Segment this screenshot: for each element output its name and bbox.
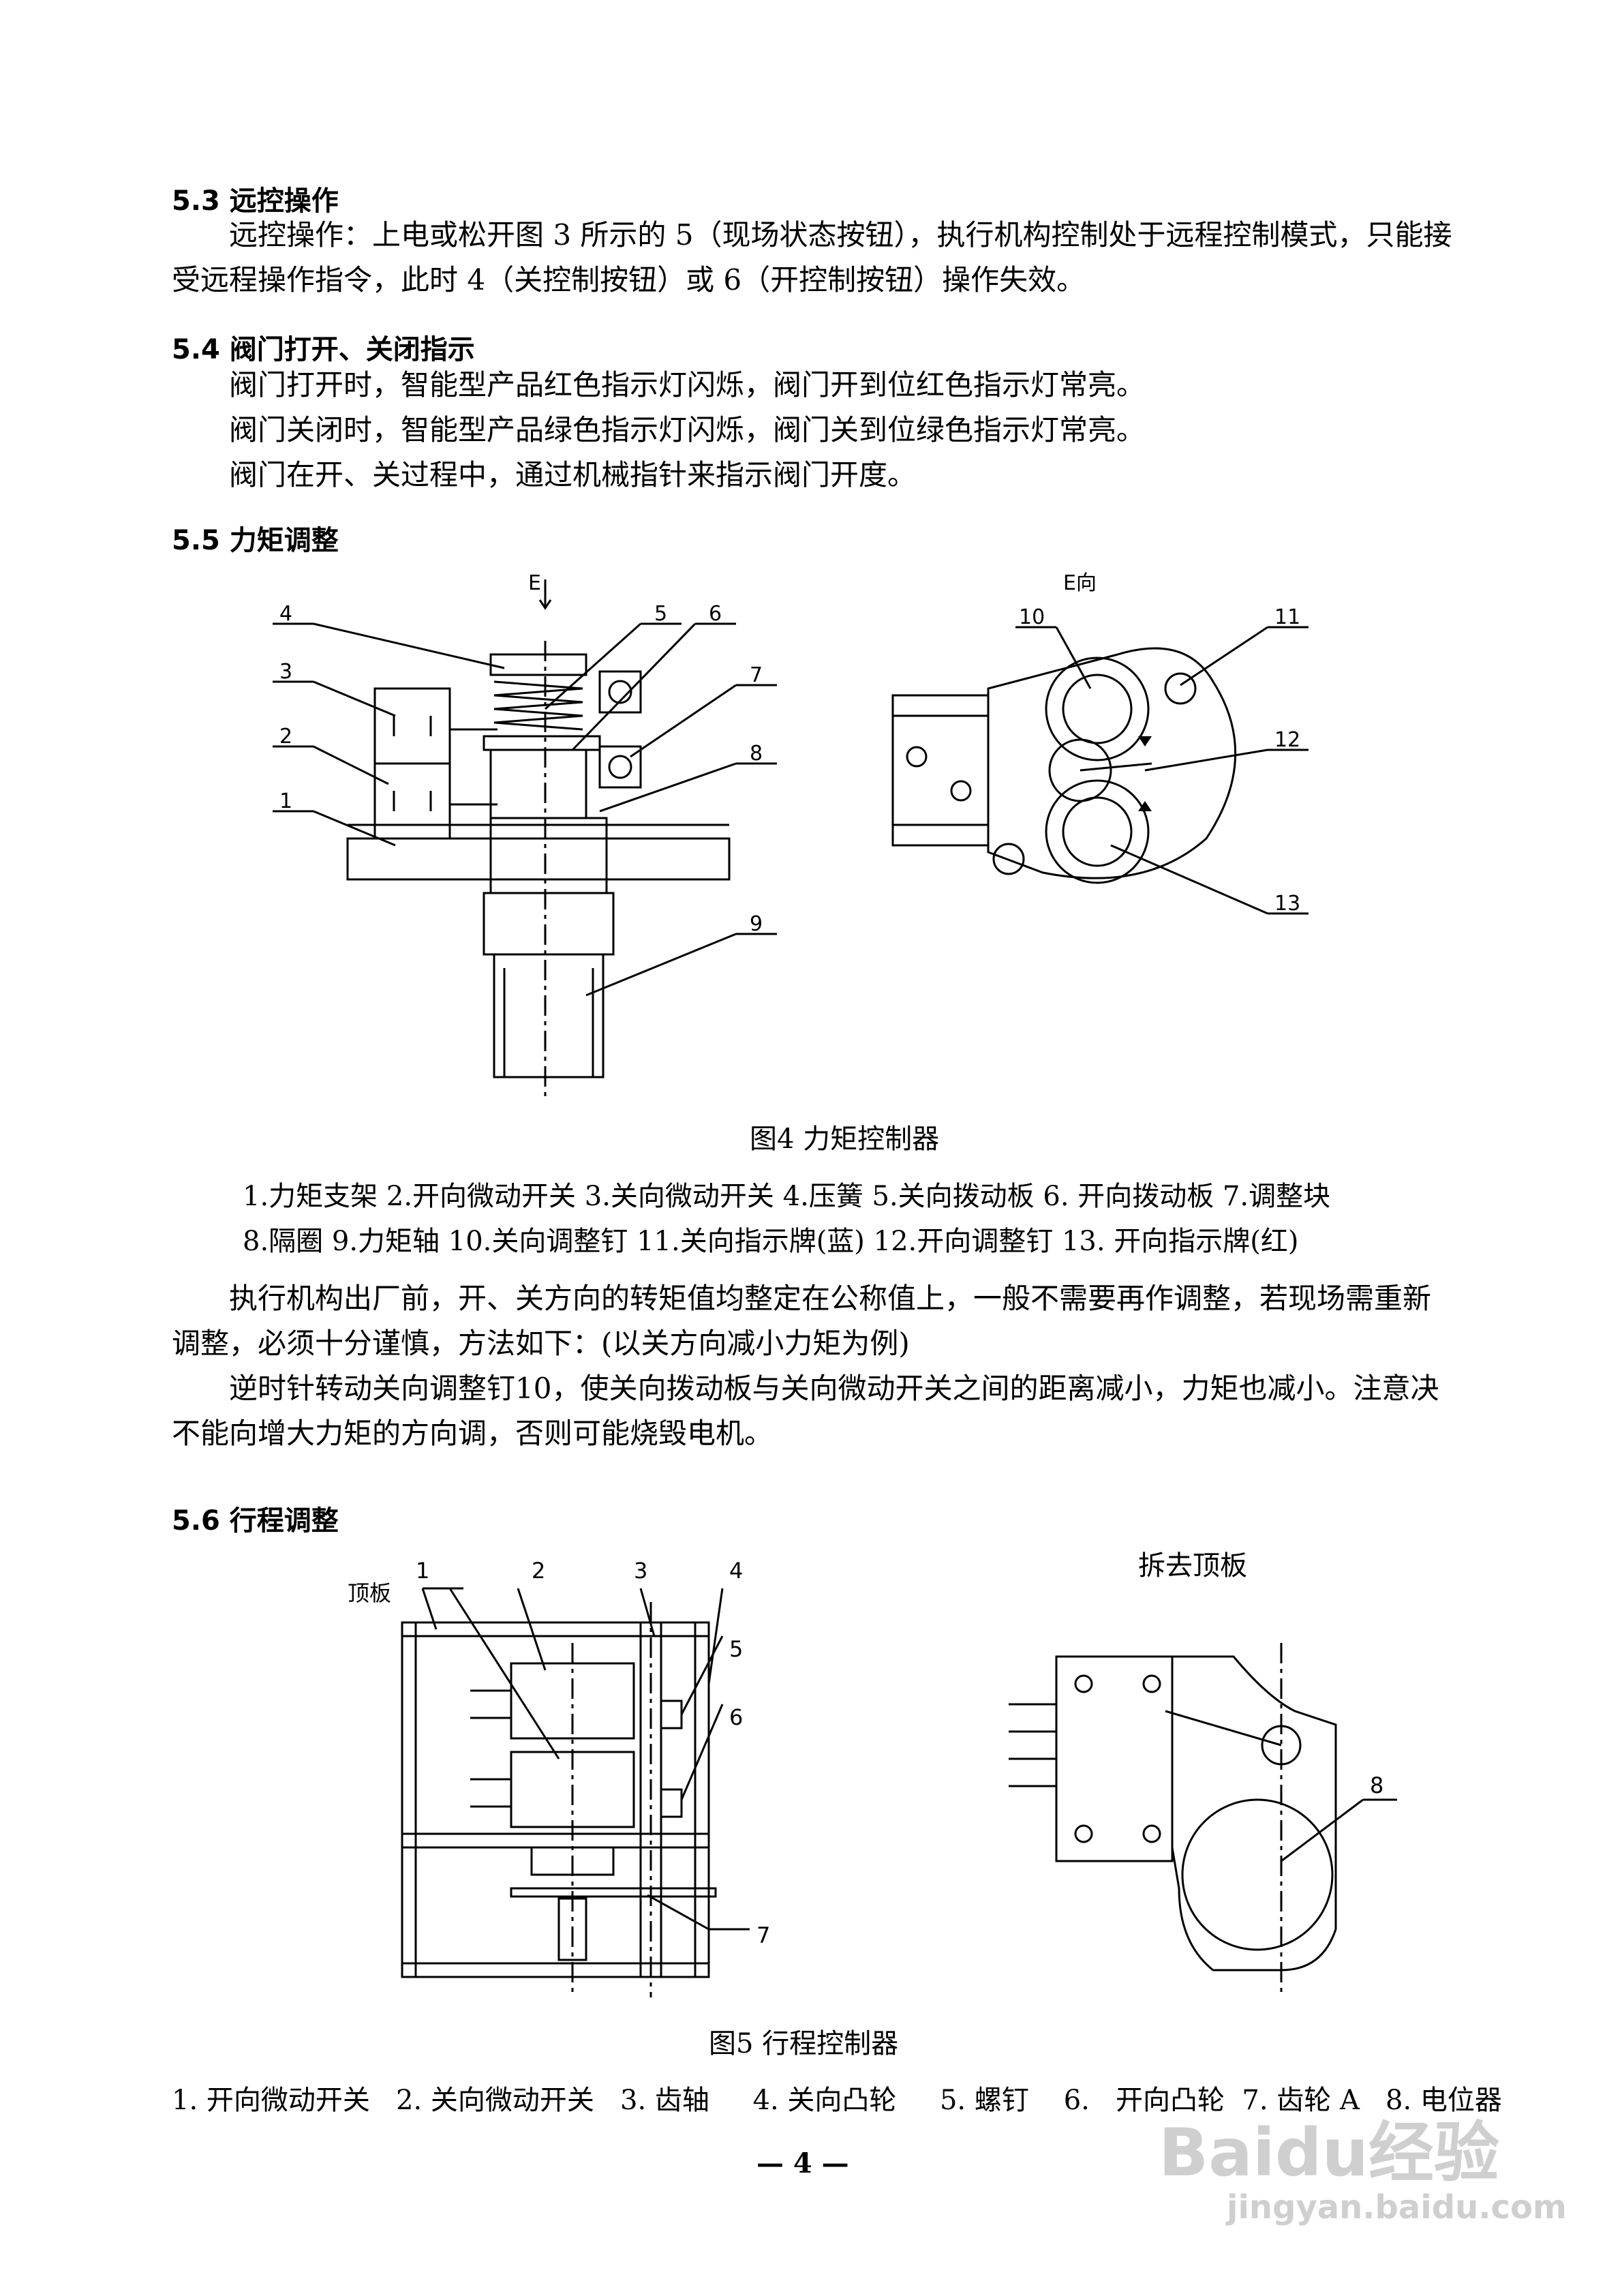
callout-4: 4 [279,602,292,626]
baidu-watermark-logo: Baidu经验 [1159,2100,1499,2194]
figure-5-legend: 1. 开向微动开关 2. 关向微动开关 3. 齿轴 4. 关向凸轮 5. 螺钉 … [172,2085,1502,2116]
callout-13: 13 [1274,892,1300,916]
legend-line: 8.隔圈 9.力矩轴 10.关向调整钉 11.关向指示牌(蓝) 12.开向调整钉… [243,1226,1299,1257]
section-5-3-heading: 5.3 远控操作 [172,185,339,217]
open-indicator-dial [1045,779,1150,884]
callout-10: 10 [1019,605,1045,629]
figure-5-caption: 图5 行程控制器 [709,2028,899,2059]
paragraph-line: 受远程操作指令，此时 4（关控制按钮）或 6（开控制按钮）操作失效。 [172,263,1086,297]
section-5-3-text: 远控操作：上电或松开图 3 所示的 5（现场状态按钮），执行机构控制处于远程控制… [172,213,1453,303]
view-e-direction-label: E向 [1063,571,1097,595]
figure-4-torque-controller: E E向 4 3 2 1 5 6 7 8 9 10 11 12 13 [273,571,1309,1098]
section-5-5-text: 执行机构出厂前，开、关方向的转矩值均整定在公称值上，一般不需要再作调整，若现场需… [172,1276,1453,1456]
callout-1: 1 [416,1558,429,1584]
view-e-label: E [528,571,541,595]
paragraph-line: 远控操作：上电或松开图 3 所示的 5（现场状态按钮），执行机构控制处于远程控制… [229,218,1452,252]
paragraph-line: 逆时针转动关向调整钉10，使关向拨动板与关向微动开关之间的距离减小，力矩也减小。… [229,1372,1439,1405]
callout-2: 2 [532,1558,545,1584]
top-plate-shape [401,1621,710,1637]
paragraph-line: 阀门在开、关过程中，通过机械指针来指示阀门开度。 [229,458,917,492]
callout-11: 11 [1274,605,1300,629]
callout-3: 3 [634,1558,647,1584]
section-5-6-heading: 5.6 行程调整 [172,1505,339,1537]
callout-12: 12 [1274,728,1300,752]
open-microswitch-shape [373,762,451,840]
callout-6: 6 [729,1704,743,1730]
torque-bracket-plate [346,837,731,881]
callout-7: 7 [750,663,763,687]
paragraph-line: 不能向增大力矩的方向调，否则可能烧毁电机。 [172,1417,774,1450]
section-5-4-heading: 5.4 阀门打开、关闭指示 [172,334,475,365]
section-5-4-text: 阀门打开时，智能型产品红色指示灯闪烁，阀门开到位红色指示灯常亮。 阀门关闭时，智… [172,363,1453,498]
callout-6: 6 [709,602,722,626]
section-5-5-heading: 5.5 力矩调整 [172,525,339,556]
close-indicator-dial [1045,656,1150,761]
remove-top-plate-label: 拆去顶板 [1138,1550,1247,1582]
paragraph-line: 阀门打开时，智能型产品红色指示灯闪烁，阀门开到位红色指示灯常亮。 [229,368,1146,402]
callout-5: 5 [654,602,667,626]
close-microswitch-shape [373,687,451,765]
paragraph-line: 执行机构出厂前，开、关方向的转矩值均整定在公称值上，一般不需要再作调整，若现场需… [229,1282,1432,1315]
page-number: — 4 — [756,2147,849,2179]
top-plate-label: 顶板 [348,1580,391,1606]
callout-8: 8 [750,742,763,766]
callout-4: 4 [729,1558,743,1584]
callout-8: 8 [1370,1772,1383,1798]
legend-line: 1.力矩支架 2.开向微动开关 3.关向微动开关 4.压簧 5.关向拨动板 6.… [243,1181,1331,1212]
potentiometer-shape [1181,1798,1334,1951]
paragraph-line: 阀门关闭时，智能型产品绿色指示灯闪烁，阀门关到位绿色指示灯常亮。 [229,413,1146,447]
watermark-brand-right: 经验 [1368,2115,1499,2191]
watermark-url: jingyan.baidu.com [1227,2188,1567,2226]
callout-9: 9 [750,912,763,936]
paragraph-line: 调整，必须十分谨慎，方法如下：(以关方向减小力矩为例) [172,1327,910,1360]
figure-5-travel-controller: 顶板 拆去顶板 1 2 3 4 5 6 7 8 [348,1550,1397,1997]
callout-3: 3 [279,660,292,684]
watermark-brand-left: Bai [1159,2115,1275,2191]
figure-4-legend: 1.力矩支架 2.开向微动开关 3.关向微动开关 4.压簧 5.关向拨动板 6.… [243,1174,1469,1264]
callout-5: 5 [729,1636,743,1662]
callout-7: 7 [756,1922,770,1948]
watermark-brand-mid: du [1274,2115,1368,2191]
figure-4-caption: 图4 力矩控制器 [750,1123,940,1155]
callout-2: 2 [279,725,292,749]
callout-1: 1 [279,789,292,813]
